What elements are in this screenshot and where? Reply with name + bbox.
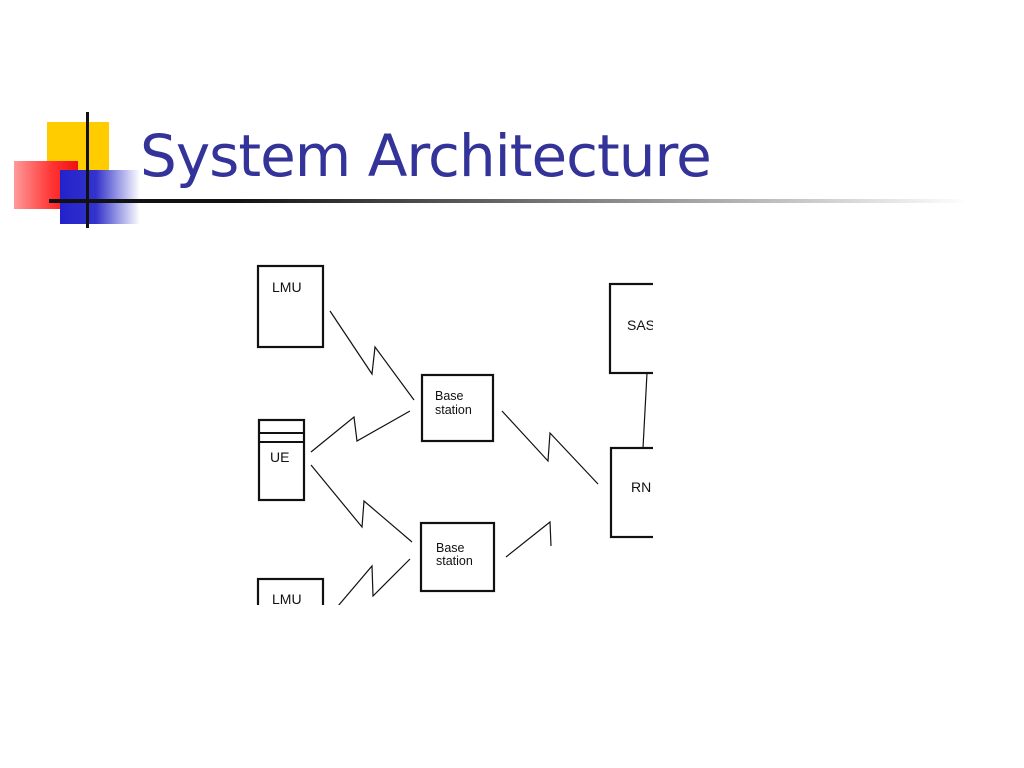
lmu-top-node: LMU	[256, 264, 325, 349]
base-station-2-label-line1: Base	[436, 541, 465, 555]
slide-title: System Architecture	[140, 122, 712, 190]
radio-link-ue-bs1	[310, 410, 411, 453]
sas-node: SAS	[608, 282, 655, 375]
ue-label: UE	[270, 449, 289, 465]
lmu-bottom-label: LMU	[272, 591, 302, 607]
base-station-2-label-line2: station	[436, 554, 473, 568]
base-station-1-node: Base station	[420, 373, 495, 443]
radio-link-lmu-top-bs1	[329, 310, 415, 401]
radio-link-lmu-bottom-bs2	[338, 558, 411, 605]
sas-rnc-link	[642, 372, 648, 449]
base-station-2-node: Base station	[419, 521, 496, 593]
base-station-1-label-line1: Base	[435, 389, 464, 403]
sas-label: SAS	[627, 317, 655, 333]
link-bs1-rnc	[501, 410, 599, 485]
rnc-node: RN	[609, 446, 653, 539]
decor-vertical-line	[86, 112, 89, 228]
radio-link-ue-bs2	[310, 464, 413, 543]
rnc-label: RN	[631, 479, 651, 495]
decor-blue-square	[60, 170, 140, 224]
ue-node: UE	[257, 418, 306, 502]
lmu-top-label: LMU	[272, 279, 302, 295]
base-station-1-label-line2: station	[435, 403, 472, 417]
link-bs2-rnc	[505, 520, 552, 558]
lmu-bottom-node: LMU	[256, 577, 325, 607]
title-underline	[49, 199, 969, 203]
